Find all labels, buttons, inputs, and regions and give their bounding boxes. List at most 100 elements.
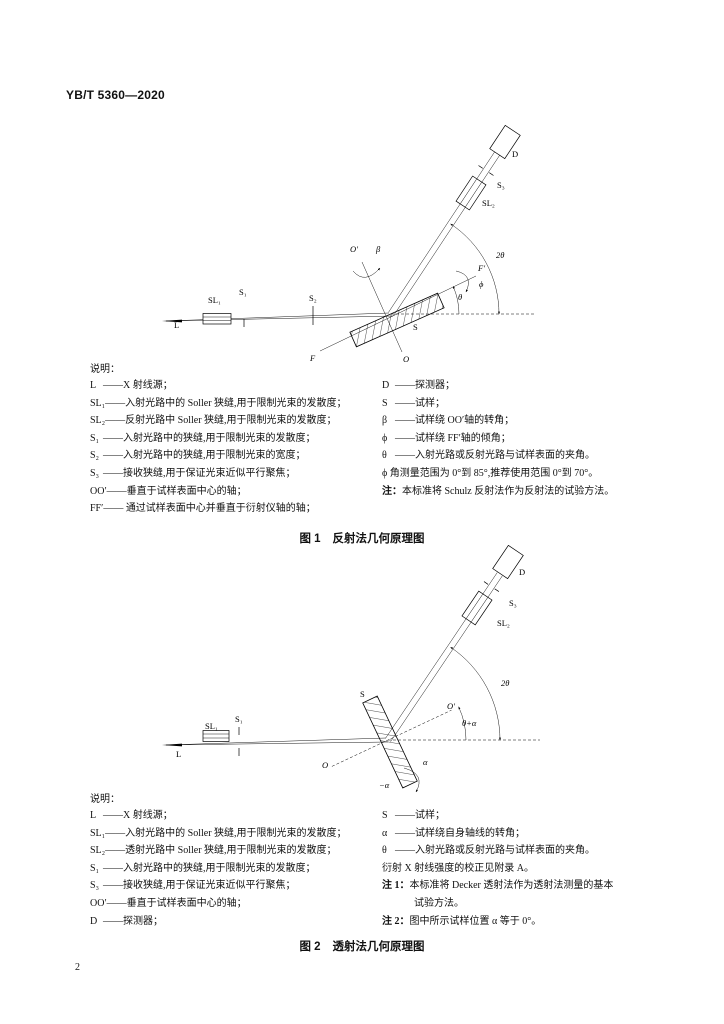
legend-term: S₃ bbox=[90, 468, 100, 479]
legend-item: θ——入射光路或反射光路与试样表面的夹角。 bbox=[382, 450, 595, 462]
figure-1-note: 注：本标准将 Schulz 反射法作为反射法的试验方法。 bbox=[382, 486, 614, 498]
legend-desc: ——试样绕自身轴线的转角； bbox=[395, 827, 525, 839]
figure-1-diagram: D S₃ SL₂ 2θ O′ β F′ ϕ θ SL₁ S₁ S₂ L S F … bbox=[162, 124, 535, 364]
legend-item: β——试样绕 OO′轴的转角； bbox=[382, 415, 514, 427]
label-sl2: SL₂ bbox=[497, 618, 510, 628]
legend-term: L bbox=[90, 810, 97, 821]
legend-desc: ——入射光路中的狭缝,用于限制光束的宽度； bbox=[103, 450, 306, 462]
legend-item: SL₂——透射光路中 Soller 狭缝,用于限制光束的发散度； bbox=[90, 845, 337, 857]
legend-item: S₁——入射光路中的狭缝,用于限制光束的发散度； bbox=[90, 433, 316, 445]
legend-item: SL₂——反射光路中 Soller 狭缝,用于限制光束的发散度； bbox=[90, 415, 337, 427]
legend-desc: ——入射光路或反射光路与试样表面的夹角。 bbox=[395, 845, 595, 857]
legend-desc: ——入射光路中的狭缝,用于限制光束的发散度； bbox=[103, 432, 316, 444]
legend-item: S₃——接收狭缝,用于保证光束近似平行聚焦； bbox=[90, 468, 296, 480]
axis-ff-prime bbox=[319, 275, 477, 352]
legend-item: L ——X 射线源； bbox=[90, 380, 173, 392]
label-two-theta: 2θ bbox=[496, 250, 504, 260]
legend-item: OO′——垂直于试样表面中心的轴； bbox=[90, 898, 247, 910]
legend-desc: ——X 射线源； bbox=[103, 810, 173, 821]
figure-1-legend-heading: 说明： bbox=[90, 364, 120, 375]
page-number: 2 bbox=[75, 962, 80, 973]
legend-item: SL₁——入射光路中的 Soller 狭缝,用于限制光束的发散度； bbox=[90, 828, 347, 840]
legend-term: S₂ bbox=[90, 450, 100, 462]
caption-number: 图 1 bbox=[299, 533, 321, 545]
label-theta: θ bbox=[458, 292, 462, 302]
legend-item: ϕ ——试样绕 FF′轴的倾角； bbox=[382, 433, 511, 445]
note-body: 图中所示试样位置 α 等于 0°。 bbox=[409, 915, 542, 927]
legend-term: ϕ bbox=[382, 432, 388, 444]
legend-item: OO′——垂直于试样表面中心的轴； bbox=[90, 486, 247, 498]
legend-item: S₃——接收狭缝,用于保证光束近似平行聚焦； bbox=[90, 880, 296, 892]
receiving-slit-s3 bbox=[483, 581, 500, 592]
legend-desc: —— 通过试样表面中心并垂直于衍射仪轴的轴； bbox=[103, 503, 316, 515]
legend-desc: ——透射光路中 Soller 狭缝,用于限制光束的发散度； bbox=[105, 845, 337, 857]
label-s2: S₂ bbox=[309, 293, 317, 303]
caption-title: 透射法几何原理图 bbox=[332, 941, 425, 953]
label-sl1: SL₁ bbox=[208, 295, 221, 305]
label-f-prime: F′ bbox=[477, 263, 485, 273]
label-sl2: SL₂ bbox=[482, 198, 495, 208]
label-s: S bbox=[360, 689, 365, 699]
label-o: O bbox=[403, 354, 409, 364]
legend-term: S₁ bbox=[90, 432, 100, 444]
alpha-rotation-arrow bbox=[403, 767, 420, 793]
legend-desc: ——X 射线源； bbox=[103, 380, 173, 391]
soller-slit-sl1 bbox=[202, 730, 230, 742]
figure-2-note-2: 注 2：图中所示试样位置 α 等于 0°。 bbox=[382, 916, 541, 928]
legend-term: SL₂ bbox=[90, 415, 106, 427]
label-o-prime: O′ bbox=[447, 701, 455, 711]
incident-beam bbox=[162, 312, 394, 323]
detector bbox=[489, 124, 521, 160]
caption-title: 反射法几何原理图 bbox=[332, 533, 425, 545]
phi-range-note: ϕ 角测量范围为 0°到 85°,推荐使用范围 0°到 70°。 bbox=[382, 468, 599, 479]
legend-term: SL₁ bbox=[90, 827, 106, 839]
figure-2-legend-heading: 说明： bbox=[90, 794, 120, 805]
legend-desc: ——试样绕 FF′轴的倾角； bbox=[395, 432, 511, 444]
legend-item: FF′—— 通过试样表面中心并垂直于衍射仪轴的轴； bbox=[90, 503, 316, 515]
figure-2-diagram: D S₃ SL₂ 2θ S O′ θ+α SL₁ S₁ L O α −α bbox=[162, 545, 540, 793]
legend-item: S——试样； bbox=[382, 810, 445, 822]
note-body: 本标准将 Schulz 反射法作为反射法的试验方法。 bbox=[402, 485, 615, 497]
legend-term: L bbox=[90, 380, 97, 391]
legend-term: S₃ bbox=[90, 880, 100, 892]
legend-term: D bbox=[382, 380, 390, 391]
legend-term: FF′ bbox=[90, 503, 104, 515]
label-d: D bbox=[512, 149, 518, 159]
legend-desc: ——入射光路中的 Soller 狭缝,用于限制光束的发散度； bbox=[105, 397, 347, 409]
label-s: S bbox=[413, 322, 418, 332]
label-s3: S₃ bbox=[509, 598, 517, 608]
label-phi: ϕ bbox=[479, 279, 484, 289]
beta-rotation-arrow bbox=[352, 267, 381, 278]
legend-desc: ——垂直于试样表面中心的轴； bbox=[106, 485, 247, 497]
legend-desc: ——探测器； bbox=[103, 915, 163, 927]
label-o: O bbox=[322, 760, 328, 770]
legend-term: D bbox=[90, 915, 98, 927]
legend-term: S bbox=[382, 810, 388, 821]
legend-item: SL₁——入射光路中的 Soller 狭缝,用于限制光束的发散度； bbox=[90, 398, 347, 410]
legend-item: D——探测器； bbox=[382, 380, 455, 392]
legend-desc: ——试样绕 OO′轴的转角； bbox=[395, 415, 515, 427]
legend-item: S——试样； bbox=[382, 398, 445, 410]
soller-slit-sl1 bbox=[202, 313, 232, 325]
incident-beam bbox=[162, 737, 389, 747]
label-o-prime: O′ bbox=[350, 244, 358, 254]
label-s1: S₁ bbox=[235, 714, 243, 724]
label-f: F bbox=[309, 353, 316, 363]
legend-item: θ——入射光路或反射光路与试样表面的夹角。 bbox=[382, 845, 595, 857]
legend-term: S₁ bbox=[90, 862, 100, 874]
label-two-theta: 2θ bbox=[501, 678, 509, 688]
legend-term: OO′ bbox=[90, 898, 107, 909]
figure-1-caption: 图 1 反射法几何原理图 bbox=[0, 530, 724, 546]
note-prefix: 注 1： bbox=[382, 880, 410, 892]
legend-term: θ bbox=[382, 450, 387, 462]
legend-desc: ——入射光路中的狭缝,用于限制光束的发散度； bbox=[103, 862, 316, 874]
axis-oo-prime bbox=[361, 261, 403, 353]
legend-term: α bbox=[382, 827, 388, 839]
label-sl1: SL₁ bbox=[205, 721, 218, 731]
standard-id-header: YB/T 5360—2020 bbox=[66, 88, 165, 102]
note-prefix: 注： bbox=[382, 485, 402, 497]
note-prefix: 注 2： bbox=[382, 915, 410, 927]
detector bbox=[492, 545, 524, 580]
